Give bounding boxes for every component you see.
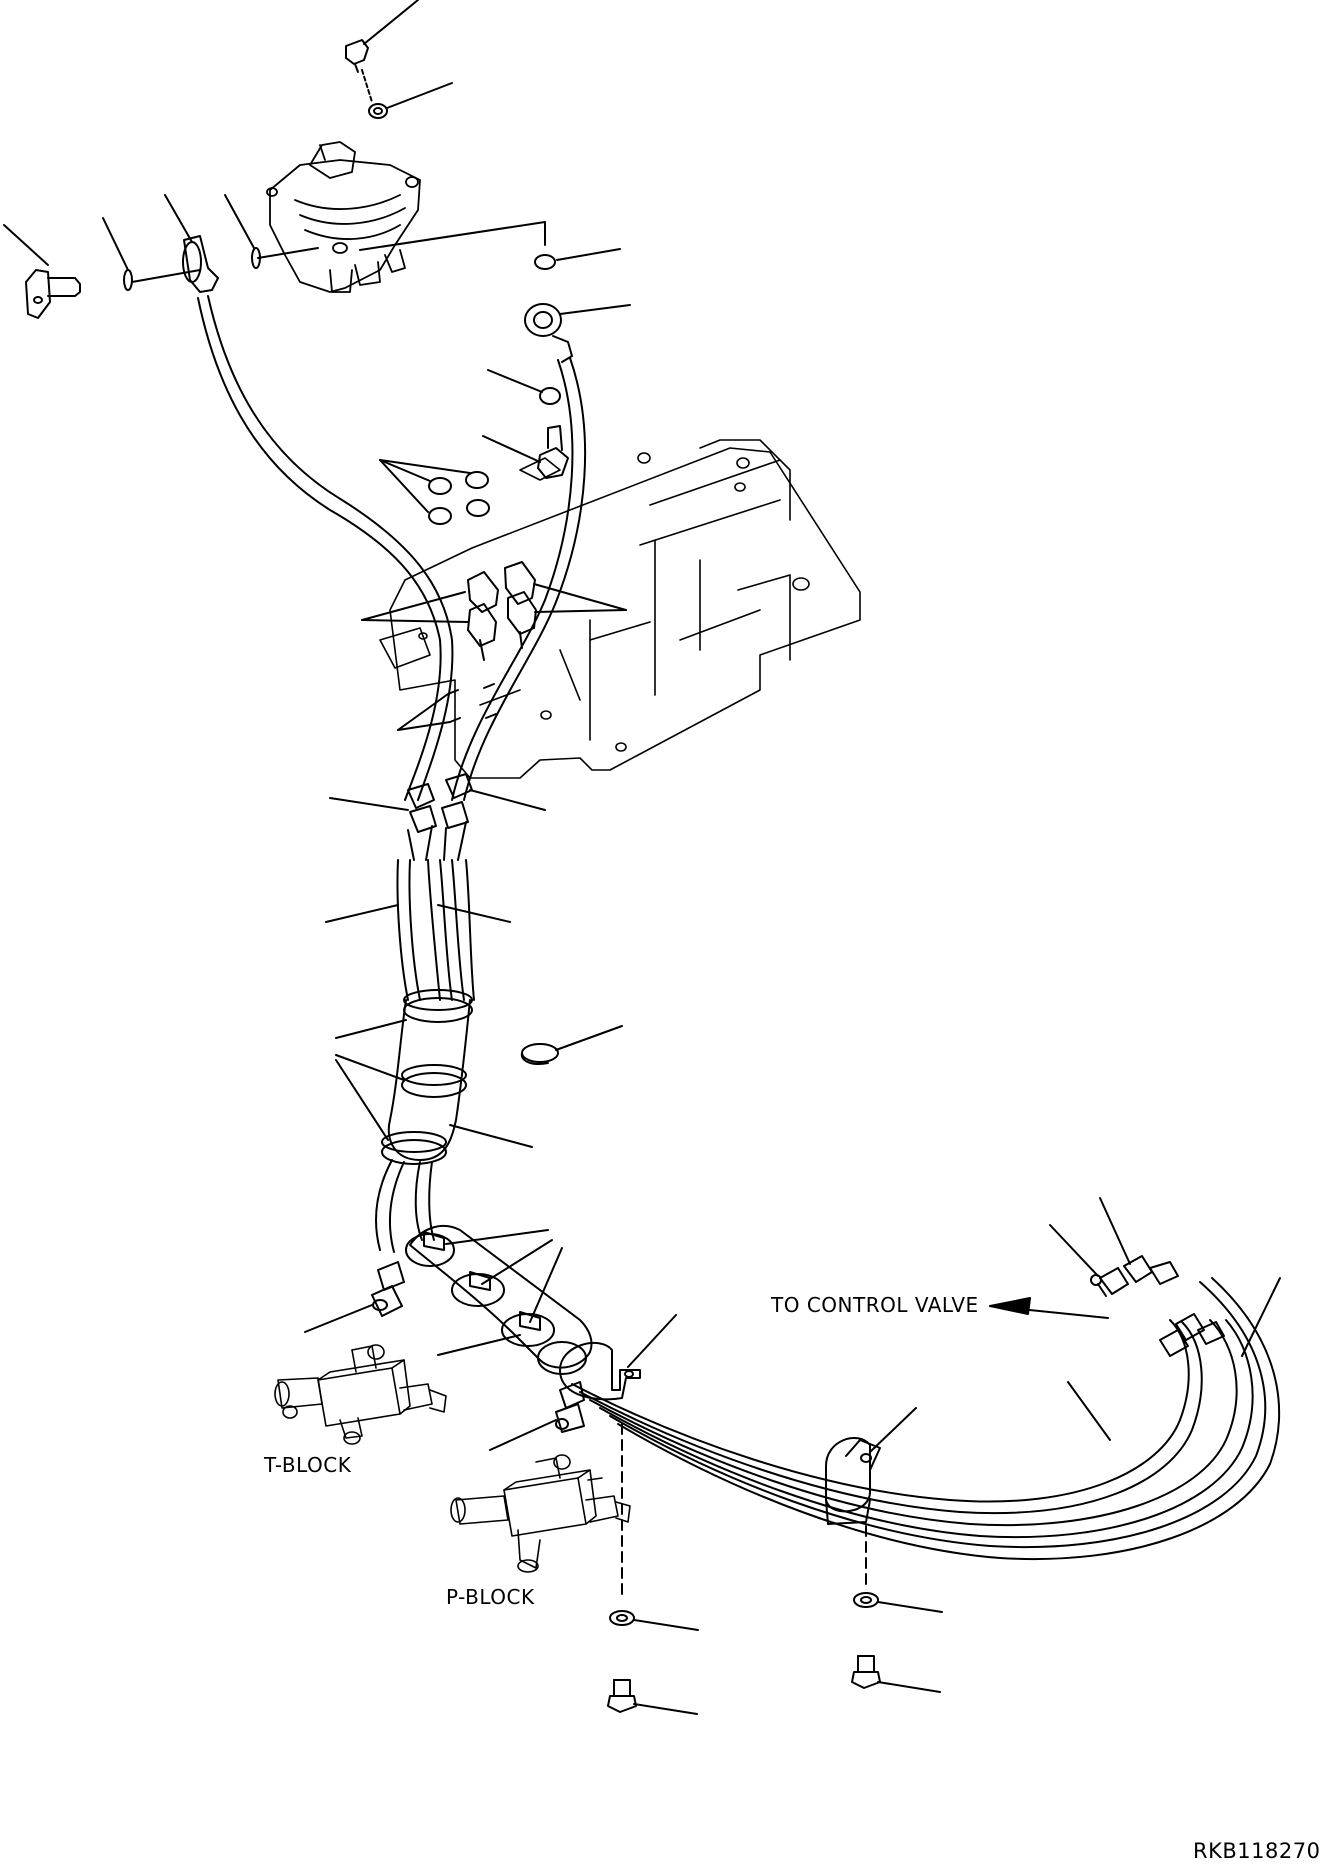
t-block-coupling xyxy=(371,1261,405,1317)
t-block-label: T-BLOCK xyxy=(264,1453,352,1477)
p-block xyxy=(450,1454,631,1573)
right-banjo-fitting xyxy=(524,303,573,363)
control-valve-arrow-head xyxy=(989,1297,1031,1315)
leader-line xyxy=(397,721,451,731)
leader-line xyxy=(361,69,373,103)
leader-line xyxy=(487,369,543,393)
leader-line xyxy=(445,1229,549,1245)
leader-line xyxy=(877,1601,943,1613)
leader-line xyxy=(489,1419,557,1451)
top-bolt xyxy=(345,39,369,73)
protective-sleeve xyxy=(381,989,473,1165)
leader-line xyxy=(469,789,546,811)
top-washer-hole xyxy=(373,107,383,115)
hose-bundle-lower xyxy=(375,1159,435,1253)
leader-line xyxy=(869,1407,917,1453)
leader-line xyxy=(386,82,453,109)
plug-bolt xyxy=(537,425,569,479)
leader-line xyxy=(437,904,511,923)
fitting-cluster-upper xyxy=(467,561,537,661)
leader-line xyxy=(449,1124,533,1148)
leader-line xyxy=(102,217,129,271)
washer-right-hole xyxy=(860,1596,872,1604)
leader-line xyxy=(224,194,255,249)
drawing-code-label: RKB118270 xyxy=(1193,1839,1321,1863)
leader-line xyxy=(1049,1224,1099,1277)
o-ring xyxy=(539,387,561,405)
coupling-set xyxy=(407,773,473,861)
top-washer xyxy=(368,103,388,119)
t-block xyxy=(274,1344,447,1445)
leader-line xyxy=(335,1059,389,1141)
control-valve-fittings xyxy=(1090,1255,1225,1357)
leader-line xyxy=(379,459,429,513)
mounting-bracket xyxy=(379,439,861,779)
leader-line xyxy=(633,1619,699,1631)
leader-line xyxy=(633,1703,698,1715)
seal-ring xyxy=(123,269,133,291)
leader-line xyxy=(335,1054,405,1081)
washer-right xyxy=(853,1592,879,1608)
to-control-valve-label: TO CONTROL VALVE xyxy=(771,1293,979,1317)
leader-line xyxy=(534,609,627,613)
hose-clamp-1 xyxy=(559,1341,641,1401)
leader-line xyxy=(361,619,469,623)
hose-clamp-2 xyxy=(825,1437,881,1525)
o-ring xyxy=(534,254,556,270)
leader-line xyxy=(627,1314,677,1368)
leader-line xyxy=(257,247,319,259)
leader-line xyxy=(1241,1277,1281,1357)
leader-line xyxy=(3,224,49,266)
hose-bundle-upper xyxy=(396,859,475,1001)
leader-line xyxy=(359,221,546,251)
o-ring-set xyxy=(428,471,490,525)
leader-line xyxy=(533,583,627,611)
pilot-hose-left xyxy=(197,295,454,801)
small-clips xyxy=(447,683,497,723)
hoses-to-control-valve xyxy=(571,1277,1281,1560)
leader-line xyxy=(363,0,419,45)
leader-line xyxy=(437,1334,521,1356)
bolt-right xyxy=(851,1655,881,1689)
leader-line xyxy=(329,797,409,811)
leader-line xyxy=(877,1681,941,1693)
washer-left-hole xyxy=(616,1614,628,1622)
leader-line xyxy=(482,435,541,463)
pilot-hose-right xyxy=(451,357,587,801)
leader-line xyxy=(556,248,621,261)
leader-line xyxy=(559,304,631,315)
hose-elbow xyxy=(182,235,219,293)
hose-band xyxy=(520,1043,559,1065)
leader-line xyxy=(1099,1197,1131,1265)
bolt-left xyxy=(607,1679,637,1713)
leader-line xyxy=(555,1025,623,1051)
leader-line xyxy=(379,459,431,482)
washer-left xyxy=(609,1610,635,1626)
left-banjo-bolt xyxy=(25,269,81,319)
lower-sleeve xyxy=(405,1225,593,1375)
leader-line xyxy=(361,591,466,621)
leader-line xyxy=(325,904,399,923)
leader-line xyxy=(379,459,471,474)
leader-line xyxy=(1067,1381,1111,1441)
leader-line xyxy=(335,1019,407,1039)
ppc-valve xyxy=(266,141,421,293)
leader-line xyxy=(397,693,449,731)
leader-line xyxy=(481,1239,553,1285)
p-block-label: P-BLOCK xyxy=(446,1585,535,1609)
leader-line xyxy=(164,194,193,243)
leader-line xyxy=(529,1247,563,1323)
leader-line xyxy=(304,1304,373,1333)
